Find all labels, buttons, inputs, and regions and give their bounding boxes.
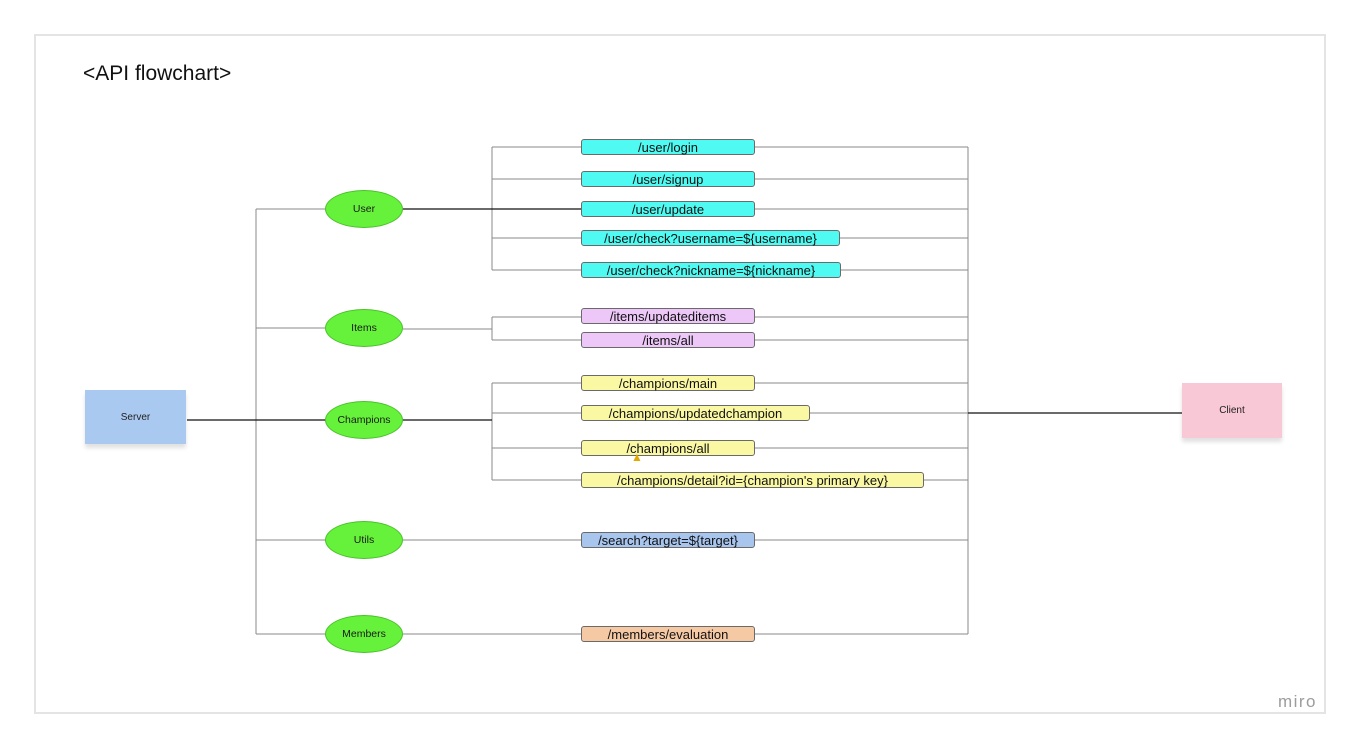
endpoint-items-updateditems[interactable]: /items/updateditems — [581, 308, 755, 324]
endpoint-items-all[interactable]: /items/all — [581, 332, 755, 348]
user-group-node[interactable]: User — [325, 190, 403, 228]
server-node[interactable]: Server — [85, 390, 186, 444]
endpoint-user-check-nickname[interactable]: /user/check?nickname=${nickname} — [581, 262, 841, 278]
utils-group-node[interactable]: Utils — [325, 521, 403, 559]
members-group-node[interactable]: Members — [325, 615, 403, 653]
endpoint-user-update[interactable]: /user/update — [581, 201, 755, 217]
client-label: Client — [1219, 405, 1245, 416]
endpoint-members-evaluation[interactable]: /members/evaluation — [581, 626, 755, 642]
miro-logo: miro — [1277, 692, 1317, 711]
items-group-node[interactable]: Items — [325, 309, 403, 347]
endpoint-champions-all[interactable]: /champions/all — [581, 440, 755, 456]
champions-group-node[interactable]: Champions — [325, 401, 403, 439]
page-title: <API flowchart> — [83, 62, 232, 85]
thumbs-up-icon: ▲ — [631, 450, 643, 464]
endpoint-user-signup[interactable]: /user/signup — [581, 171, 755, 187]
endpoint-search[interactable]: /search?target=${target} — [581, 532, 755, 548]
server-label: Server — [120, 411, 151, 423]
endpoint-user-check-username[interactable]: /user/check?username=${username} — [581, 230, 840, 246]
endpoint-champions-main[interactable]: /champions/main — [581, 375, 755, 391]
endpoint-user-login[interactable]: /user/login — [581, 139, 755, 155]
endpoint-champions-updatedchampion[interactable]: /champions/updatedchampion — [581, 405, 810, 421]
client-node[interactable]: Client — [1182, 383, 1282, 438]
endpoint-champions-detail[interactable]: /champions/detail?id={champion's primary… — [581, 472, 924, 488]
